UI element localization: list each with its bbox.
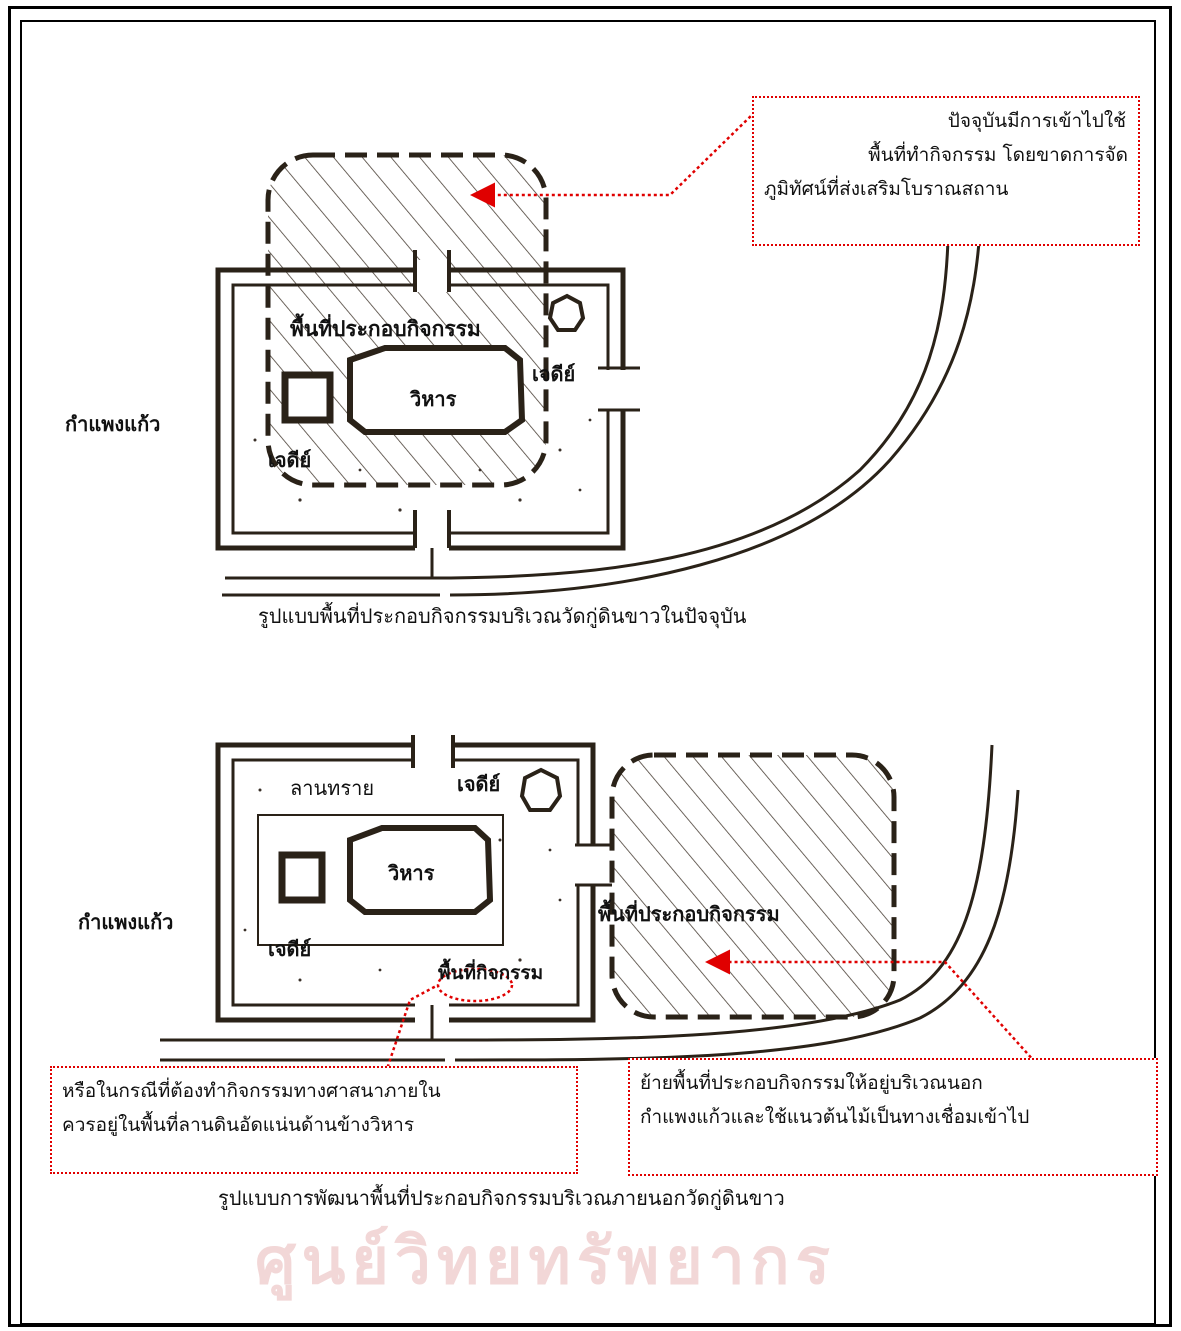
top-wall-label: กำแพงแก้ว bbox=[65, 412, 161, 436]
outer-frame bbox=[8, 6, 1172, 1327]
top-note-line-3: ภูมิทัศน์ที่ส่งเสริมโบราณสถาน bbox=[764, 178, 1009, 200]
top-chedi-left-label: เจดีย์ bbox=[268, 448, 312, 472]
bottom-plan bbox=[160, 735, 1020, 1062]
bottom-road bbox=[160, 744, 994, 1042]
bottom-right-leader bbox=[705, 949, 1036, 1063]
sand-yard-label: ลานทราย bbox=[290, 776, 375, 800]
bottom-chedi-left-label: เจดีย์ bbox=[268, 937, 312, 961]
bottom-vihara-label: วิหาร bbox=[388, 861, 435, 885]
bottom-right-note-line-2: กำแพงแก้วและใช้แนวต้นไม้เป็นทางเชื่อมเข้… bbox=[640, 1106, 1030, 1128]
bottom-vihara-shape bbox=[347, 825, 494, 915]
bottom-left-leader bbox=[378, 983, 439, 1091]
bottom-left-note-line-1: หรือในกรณีที่ต้องทำกิจกรรมทางศาสนาภายใน bbox=[62, 1080, 441, 1102]
top-chedi-octagon bbox=[547, 293, 586, 332]
top-activity-area-label: พื้นที่ประกอบกิจกรรม bbox=[290, 317, 481, 341]
bottom-activity-area-label: พื้นที่ประกอบกิจกรรม bbox=[598, 902, 780, 926]
top-vihara-shape bbox=[347, 345, 526, 435]
top-note-line-1: ปัจจุบันมีการเข้าไปใช้ bbox=[947, 110, 1126, 132]
inner-frame bbox=[20, 20, 1156, 1325]
top-note-line-2: พื้นที่ทำกิจกรรม โดยขาดการจัด bbox=[868, 144, 1128, 166]
bottom-activity-zone bbox=[609, 752, 897, 1020]
bottom-caption: รูปแบบการพัฒนาพื้นที่ประกอบกิจกรรมบริเวณ… bbox=[218, 1186, 785, 1210]
top-caption: รูปแบบพื้นที่ประกอบกิจกรรมบริเวณวัดกู่ดิ… bbox=[258, 604, 747, 628]
top-road bbox=[225, 239, 950, 580]
bottom-right-note-line-1: ย้ายพื้นที่ประกอบกิจกรรมให้อยู่บริเวณนอก bbox=[640, 1072, 983, 1094]
top-plan bbox=[215, 152, 982, 597]
bottom-left-annotation-box: หรือในกรณีที่ต้องทำกิจกรรมทางศาสนาภายใน … bbox=[50, 1066, 578, 1174]
bottom-chedi-square bbox=[278, 851, 326, 904]
activity-spot-label: พื้นที่กิจกรรม bbox=[438, 962, 544, 984]
top-annotation-box: ปัจจุบันมีการเข้าไปใช้ พื้นที่ทำกิจกรรม … bbox=[752, 96, 1140, 246]
top-vihara-label: วิหาร bbox=[410, 387, 457, 411]
top-chedi-square bbox=[281, 371, 334, 424]
top-chedi-right-label: เจดีย์ bbox=[532, 362, 576, 386]
bottom-left-note-line-2: ควรอยู่ในพื้นที่ลานดินอัดแน่นด้านข้างวิห… bbox=[62, 1114, 415, 1136]
bottom-chedi-octagon bbox=[519, 767, 563, 812]
bottom-wall-label: กำแพงแก้ว bbox=[78, 910, 174, 934]
bottom-chedi-top-label: เจดีย์ bbox=[457, 772, 501, 796]
watermark: ศูนย์วิทยทรัพยากร bbox=[255, 1225, 836, 1299]
bottom-right-annotation-box: ย้ายพื้นที่ประกอบกิจกรรมให้อยู่บริเวณนอก… bbox=[628, 1058, 1158, 1176]
